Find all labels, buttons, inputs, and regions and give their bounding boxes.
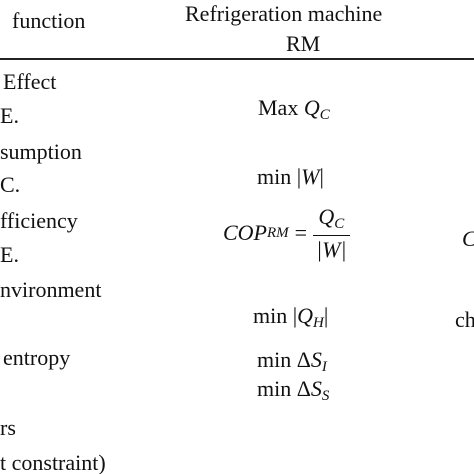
row-consumption-label: sumption <box>0 139 82 164</box>
row-effect-label: Effect <box>3 69 57 94</box>
cop-fraction: QC |W| <box>313 205 350 261</box>
next-column-partial-ch: ch <box>455 307 474 332</box>
fraction-bar <box>313 234 350 237</box>
header-refrigeration-machine: Refrigeration machine <box>185 1 383 26</box>
rm-min-abs-w: min |W| <box>257 164 324 189</box>
header-rule <box>0 58 474 60</box>
next-column-partial-c: C <box>462 228 474 250</box>
row-constraint-label: t constraint) <box>0 450 106 474</box>
rm-min-delta-ss: min ΔSS <box>257 376 330 404</box>
header-function: function <box>12 8 86 33</box>
header-rm: RM <box>286 31 321 56</box>
row-parameters-label: rs <box>0 415 16 440</box>
row-entropy-label: entropy <box>3 345 71 370</box>
row-consumption-abbrev: C. <box>0 172 21 197</box>
row-effect-abbrev: E. <box>0 103 19 128</box>
rm-max-qc: Max QC <box>258 95 330 123</box>
row-efficiency-abbrev: E. <box>0 242 19 267</box>
rm-min-delta-si: min ΔSI <box>257 347 327 375</box>
rm-min-abs-qh: min |QH| <box>253 303 329 331</box>
row-efficiency-label: fficiency <box>0 208 78 233</box>
row-environment-label: nvironment <box>0 277 102 302</box>
